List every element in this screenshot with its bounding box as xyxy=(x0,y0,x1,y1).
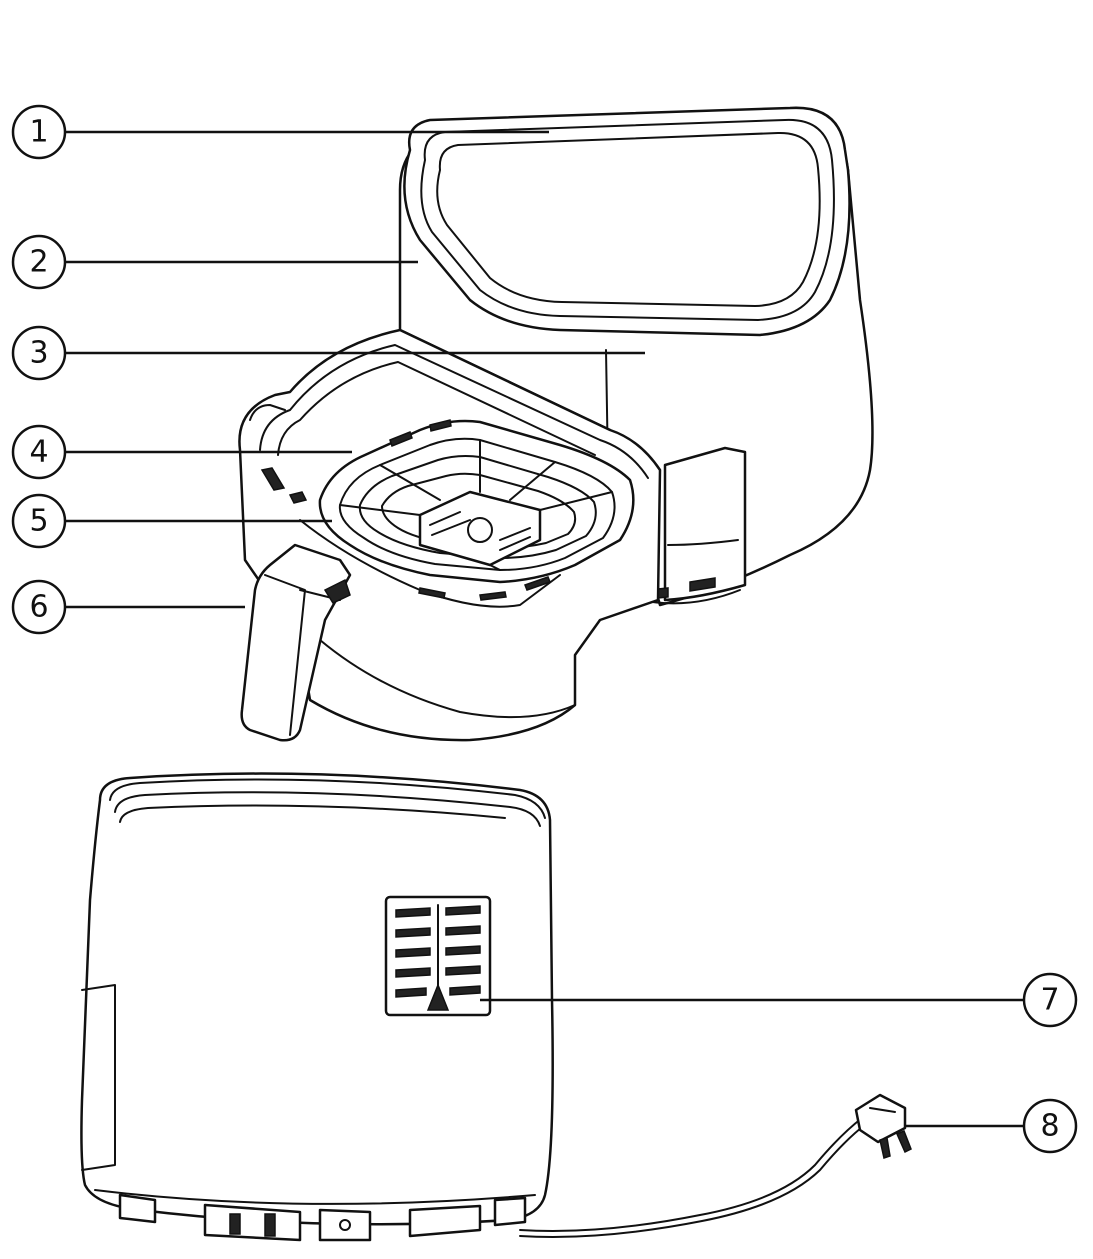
callout-6: 6 xyxy=(11,579,245,635)
callout-2: 2 xyxy=(11,234,418,290)
callout-8: 8 xyxy=(906,1098,1078,1154)
callout-4: 4 xyxy=(11,424,352,480)
callout-label: 8 xyxy=(1040,1109,1059,1144)
top-lid xyxy=(403,106,851,337)
callout-5: 5 xyxy=(11,493,332,549)
callout-label: 1 xyxy=(29,115,48,150)
callout-label: 2 xyxy=(29,245,48,280)
callout-label: 4 xyxy=(29,435,48,470)
callout-3: 3 xyxy=(11,325,645,381)
callout-label: 7 xyxy=(1040,983,1059,1018)
callout-7: 7 xyxy=(480,972,1078,1028)
callout-label: 5 xyxy=(29,504,48,539)
power-plug xyxy=(854,1093,912,1159)
power-cord xyxy=(519,1117,867,1238)
callout-label: 6 xyxy=(29,590,48,625)
crisper-plate xyxy=(318,419,635,601)
callout-1: 1 xyxy=(11,104,549,160)
basket-handle xyxy=(240,543,352,742)
base-housing xyxy=(80,772,554,1242)
callout-label: 3 xyxy=(29,336,48,371)
